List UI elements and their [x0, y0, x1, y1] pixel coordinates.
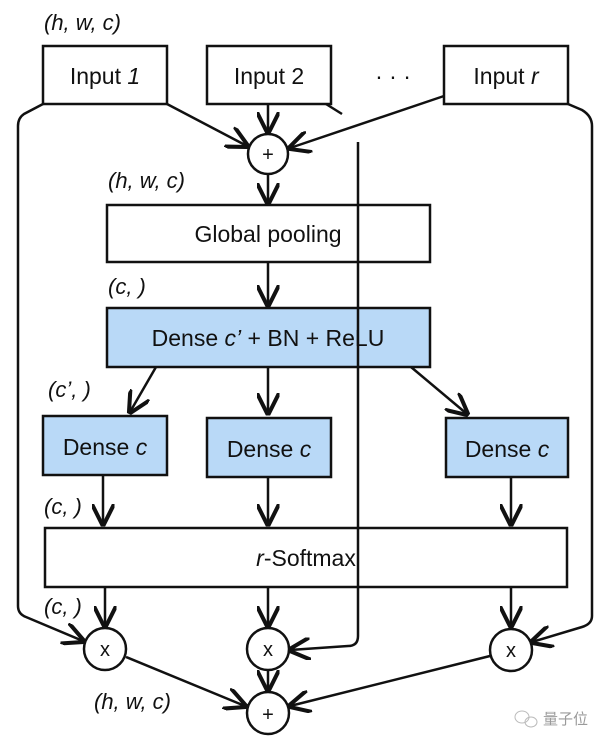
arrow-mulr-to-sum [290, 654, 491, 706]
svg-text:Input r: Input r [473, 63, 540, 89]
dense-branch-box-2: Dense c [205, 416, 333, 479]
arrow-input1-to-sum [166, 102, 247, 146]
shape-label-after-pool: (c, ) [108, 274, 146, 299]
wechat-icon [514, 710, 538, 728]
svg-text:r-Softmax: r-Softmax [256, 545, 356, 571]
skip-path-input2 [290, 142, 360, 650]
dense-reduce-box: Dense c’ + BN + ReLU [105, 306, 432, 369]
arrow-inputr-to-sum [290, 94, 445, 148]
arrow-reduce-to-dense-r [410, 366, 467, 414]
arrow-reduce-to-dense-1 [130, 366, 158, 412]
svg-text:Global pooling: Global pooling [194, 221, 341, 247]
input2-branch-stub [325, 102, 343, 116]
dense-branch-box-1: Dense c [41, 414, 169, 477]
svg-text:量子位: 量子位 [543, 710, 588, 728]
svg-text:x: x [100, 639, 110, 661]
mul-node-2: x [245, 626, 291, 672]
skip-path-inputr [532, 102, 594, 642]
svg-text:Dense c’ + BN + ReLU: Dense c’ + BN + ReLU [152, 325, 385, 351]
svg-text:x: x [263, 639, 273, 661]
arrow-mul1-to-sum [125, 655, 245, 706]
svg-text:Dense c: Dense c [63, 434, 148, 460]
sum-node-output: + [245, 690, 291, 736]
input-box-1: Input 1 [41, 44, 169, 106]
mul-node-r: x [488, 627, 534, 673]
svg-text:x: x [506, 640, 516, 662]
softmax-box: r-Softmax [43, 526, 569, 589]
shape-label-after-sum: (h, w, c) [108, 168, 185, 193]
shape-label-input: (h, w, c) [44, 10, 121, 35]
input-box-r: Input r [442, 44, 570, 106]
watermark: 量子位 [514, 710, 588, 728]
shape-label-output: (h, w, c) [94, 689, 171, 714]
sum-node-top: + [246, 132, 290, 176]
svg-text:Dense c: Dense c [227, 436, 312, 462]
svg-text:+: + [262, 144, 274, 166]
ellipsis: · · · [375, 63, 411, 89]
dense-branch-box-r: Dense c [444, 416, 570, 479]
svg-text:+: + [262, 704, 274, 726]
mul-node-1: x [82, 626, 128, 672]
shape-label-after-dense: (c, ) [44, 494, 82, 519]
svg-text:Input 1: Input 1 [70, 63, 140, 89]
input-box-2: Input 2 [205, 44, 333, 106]
shape-label-after-reduce: (c’, ) [48, 377, 91, 402]
shape-label-after-softmax: (c, ) [44, 594, 82, 619]
svg-text:Dense c: Dense c [465, 436, 550, 462]
svg-text:Input 2: Input 2 [234, 63, 304, 89]
global-pooling-box: Global pooling [105, 203, 432, 264]
skip-path-input1 [16, 102, 83, 641]
